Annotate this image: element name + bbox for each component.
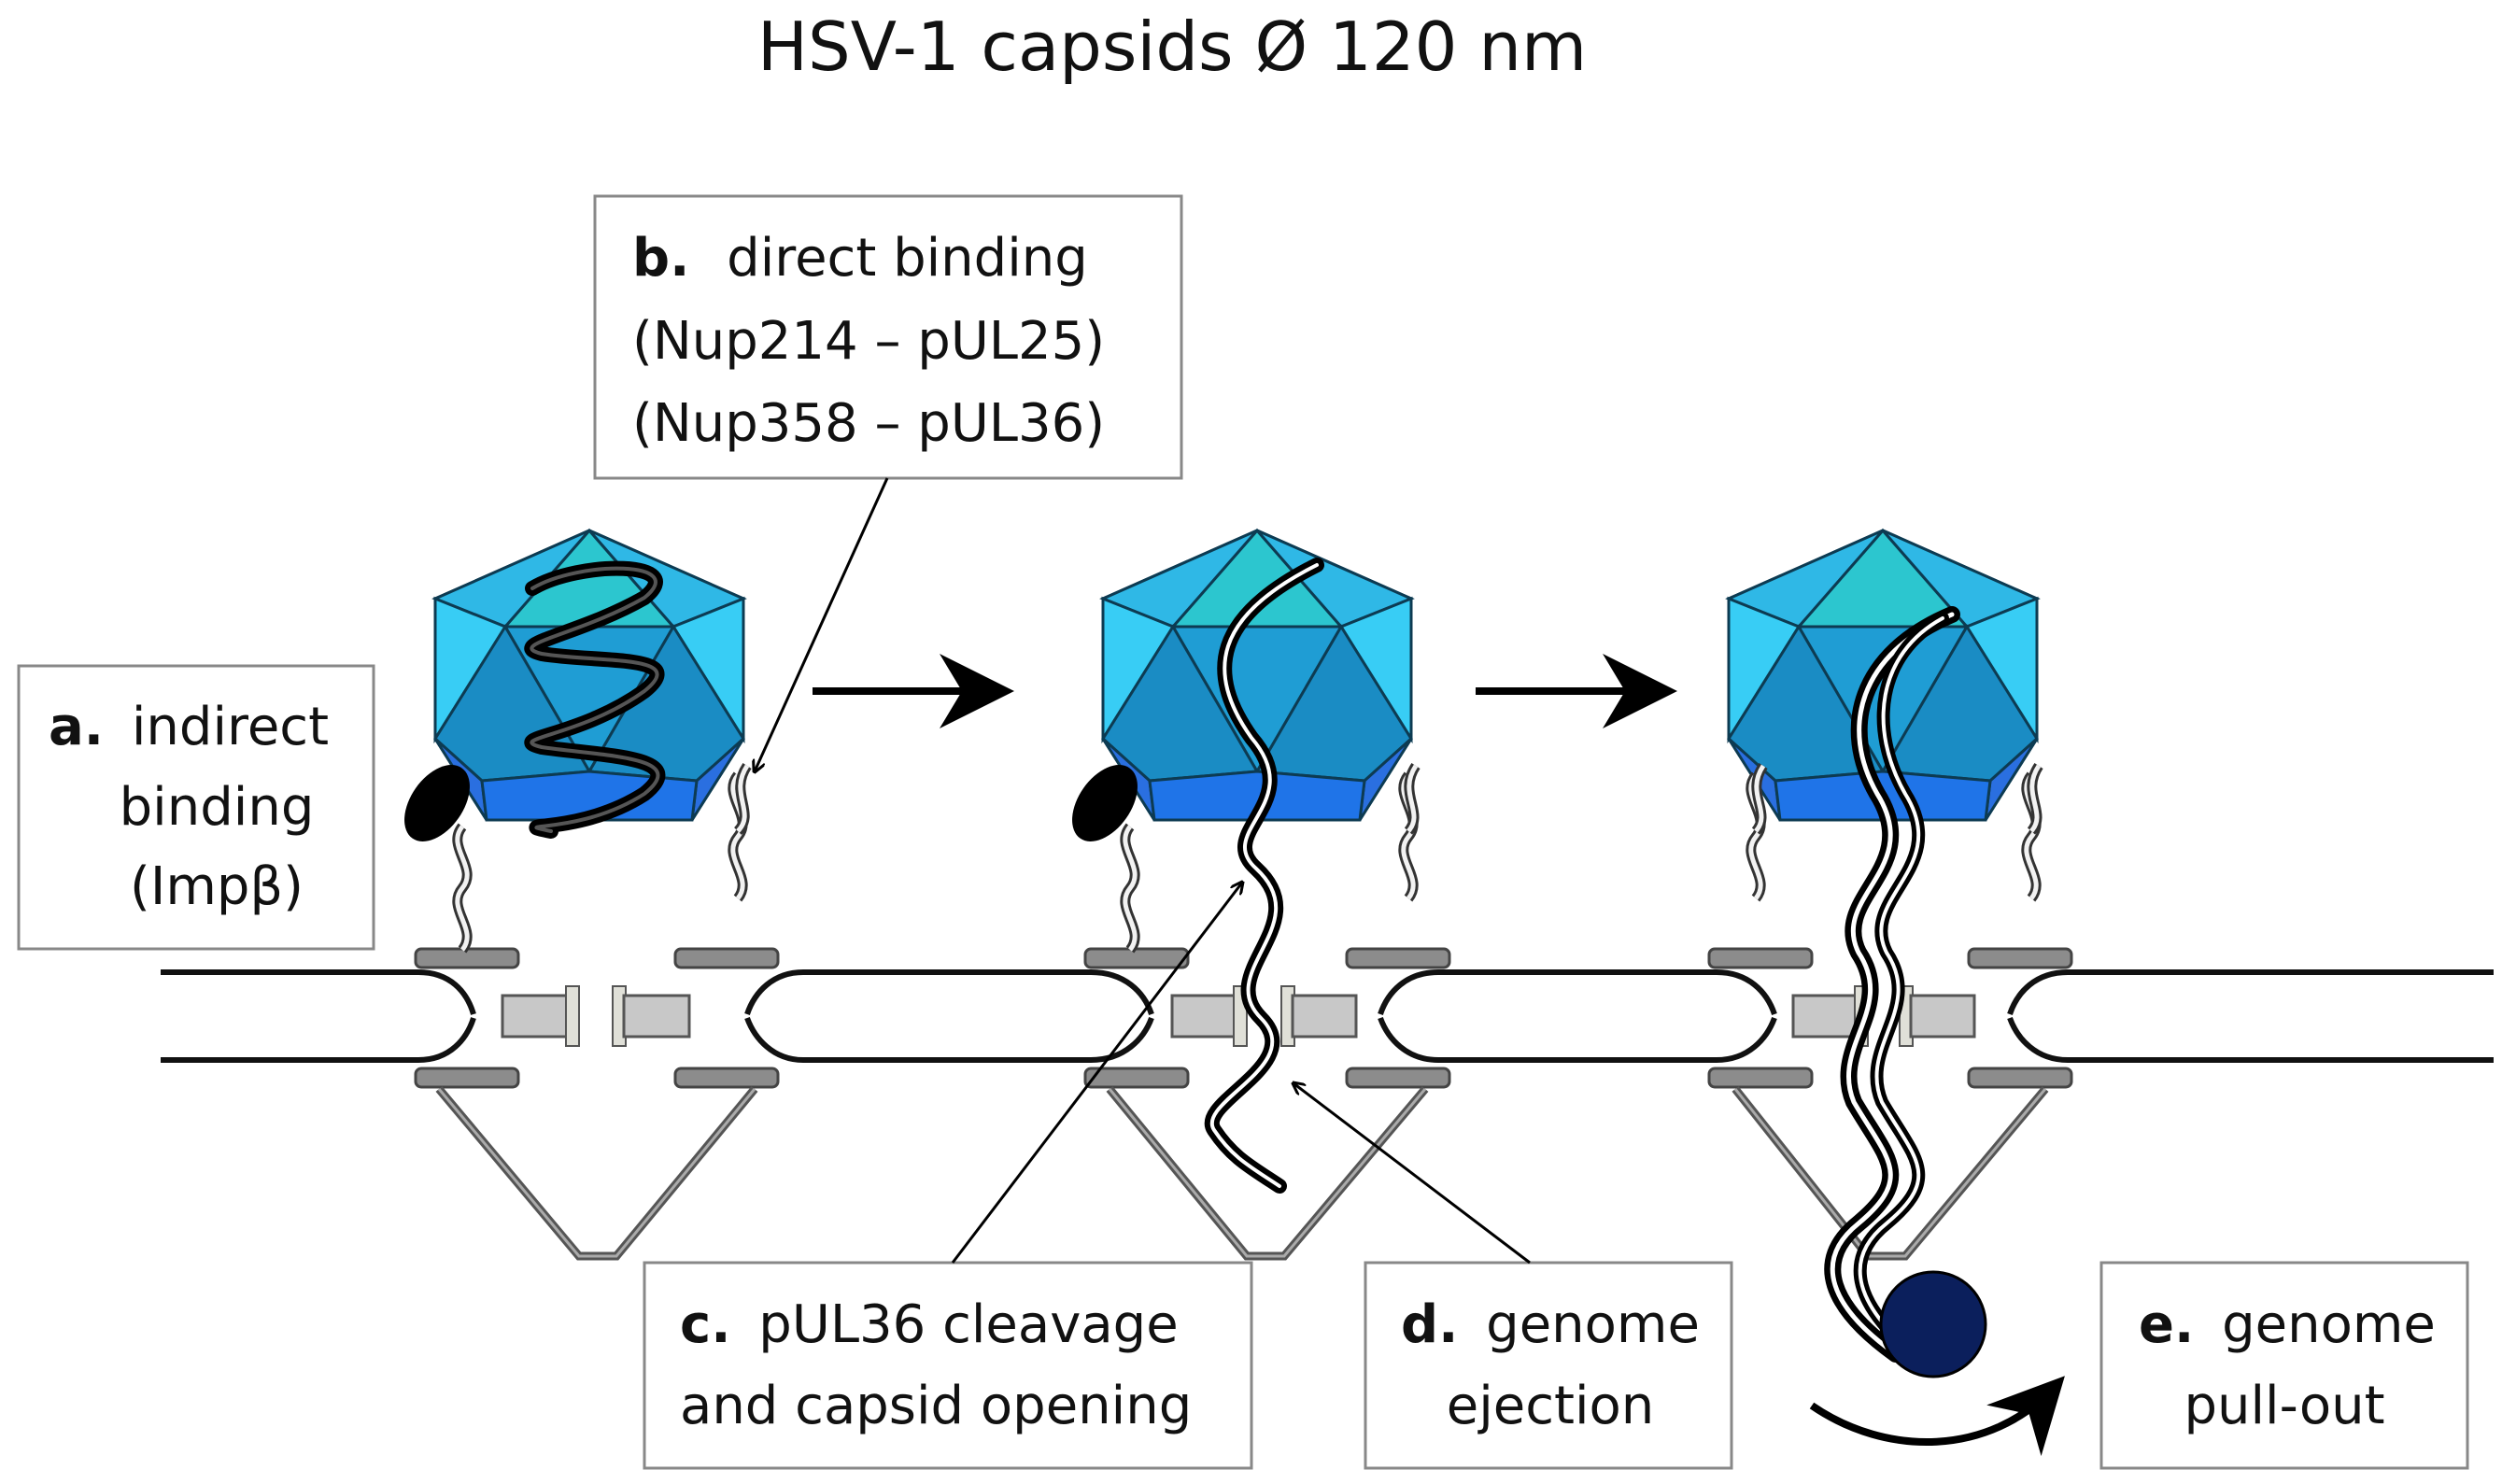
label-b-line1: direct binding [727,228,1088,289]
label-d-genome-ejection: d. genome ejection [1364,1261,1733,1470]
label-a-line3: (Impβ) [130,856,304,917]
capsid-stage-2 [1101,529,1413,822]
label-a-letter: a. [49,697,104,757]
nuclear-pore-1 [414,947,780,1261]
label-a-line2: binding [120,777,315,838]
genome-pulled-stage-3 [1824,606,1960,1363]
label-c-cleavage-opening: c. pUL36 cleavage and capsid opening [643,1261,1253,1470]
label-b-direct-binding: b. direct binding (Nup214 – pUL25) (Nup3… [593,194,1183,480]
nuclear-pore-2 [1083,947,1451,1261]
label-e-letter: e. [2139,1294,2194,1355]
label-e-line2: pull-out [2184,1376,2384,1436]
genome-ejecting-stage-2 [1204,558,1324,1194]
label-b-line2: (Nup214 – pUL25) [632,311,1105,372]
label-e-genome-pull-out: e. genome pull-out [2099,1261,2469,1470]
label-d-line2: ejection [1447,1376,1655,1436]
svg-text:e. genome: e. genome [2139,1294,2436,1355]
svg-text:c. pUL36 cleavage: c. pUL36 cleavage [680,1294,1179,1355]
label-a-line1: indirect [132,697,329,757]
leader-b [755,477,889,771]
motor-protein-ball [1879,1270,1987,1378]
svg-text:b. direct binding: b. direct binding [632,228,1088,289]
label-e-line1: genome [2222,1294,2436,1355]
label-d-line1: genome [1486,1294,1700,1355]
leader-d [1293,1083,1531,1265]
label-d-letter: d. [1401,1294,1458,1355]
label-c-line2: and capsid opening [680,1376,1192,1436]
label-c-line1: pUL36 cleavage [758,1294,1178,1355]
label-c-letter: c. [680,1294,730,1355]
nup-filaments-stage-1 [458,762,752,950]
genome-coiled-stage-1 [524,560,666,839]
label-a-indirect-binding: a. indirect binding (Impβ) [17,664,375,951]
label-b-letter: b. [632,228,689,289]
svg-text:a. indirect: a. indirect [49,697,329,757]
nup-filaments-stage-2 [1125,762,1421,950]
importin-beta-stage-1 [404,765,470,841]
label-b-line3: (Nup358 – pUL36) [632,393,1105,454]
nuclear-envelope [161,969,2494,1063]
svg-text:d. genome: d. genome [1401,1294,1700,1355]
importin-beta-stage-2 [1072,765,1138,841]
pull-out-arrow [1809,1376,2065,1457]
nup-filaments-stage-3 [1751,762,2043,898]
diagram-title: HSV-1 capsids Ø 120 nm [757,7,1587,86]
leader-c [951,883,1242,1264]
